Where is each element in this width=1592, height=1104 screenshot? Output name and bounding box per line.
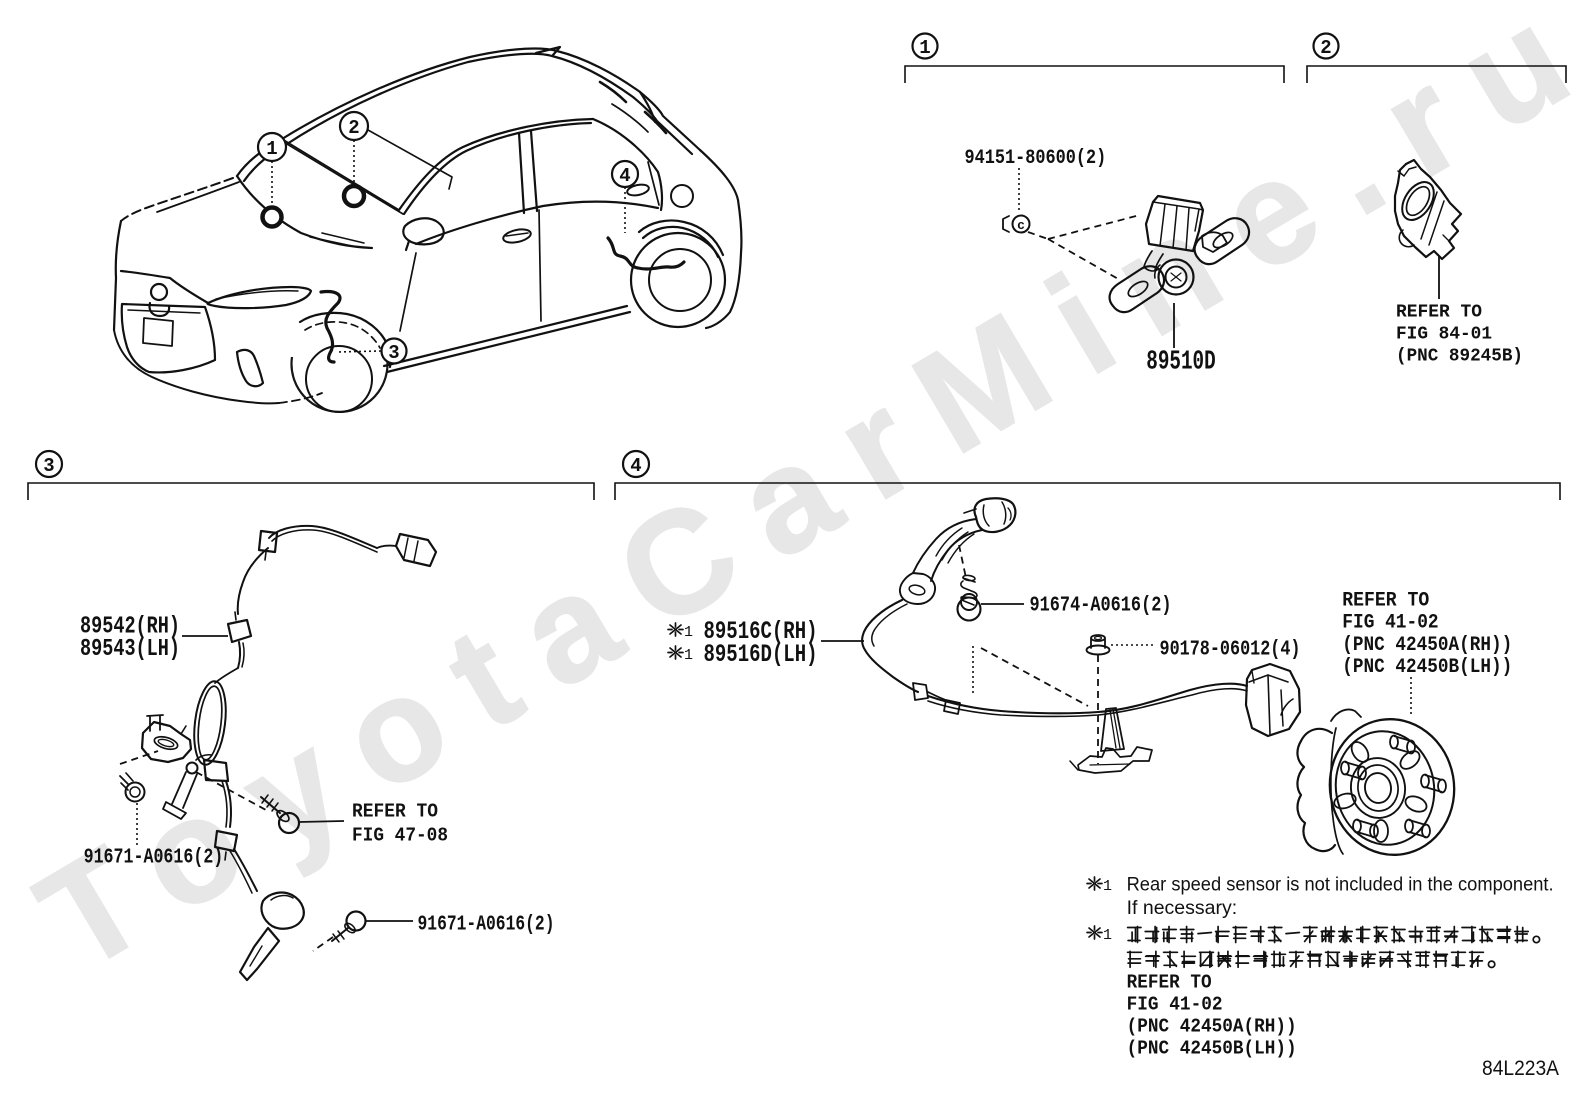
svg-text:1: 1 xyxy=(684,624,693,641)
svg-text:(PNC 42450B(LH)): (PNC 42450B(LH)) xyxy=(1342,656,1512,679)
svg-text:89516D(LH): 89516D(LH) xyxy=(704,640,818,669)
svg-text:1: 1 xyxy=(266,138,277,160)
svg-text:94151-80600(2): 94151-80600(2) xyxy=(965,147,1107,170)
svg-text:REFER TO: REFER TO xyxy=(1127,972,1212,994)
svg-text:1: 1 xyxy=(1103,878,1112,895)
svg-text:FIG 84-01: FIG 84-01 xyxy=(1396,324,1492,345)
svg-text:4: 4 xyxy=(630,455,641,477)
svg-text:c: c xyxy=(1017,218,1025,233)
svg-text:2: 2 xyxy=(1320,37,1331,59)
svg-text:91671-A0616(2): 91671-A0616(2) xyxy=(418,914,555,937)
svg-text:3: 3 xyxy=(388,342,399,364)
svg-text:3: 3 xyxy=(43,455,54,477)
svg-text:1: 1 xyxy=(919,37,930,59)
svg-text:2: 2 xyxy=(348,117,359,139)
svg-text:REFER TO: REFER TO xyxy=(1396,302,1482,323)
svg-text:FIG 47-08: FIG 47-08 xyxy=(352,825,448,847)
svg-text:If necessary:: If necessary: xyxy=(1127,897,1238,919)
svg-text:84L223A: 84L223A xyxy=(1482,1057,1559,1080)
svg-text:FIG 41-02: FIG 41-02 xyxy=(1342,612,1438,635)
svg-text:89516C(RH): 89516C(RH) xyxy=(704,617,818,646)
svg-text:(PNC 42450B(LH)): (PNC 42450B(LH)) xyxy=(1127,1038,1297,1060)
svg-text:(PNC 42450A(RH)): (PNC 42450A(RH)) xyxy=(1127,1016,1297,1038)
svg-text:(PNC 89245B): (PNC 89245B) xyxy=(1396,346,1523,367)
svg-text:REFER TO: REFER TO xyxy=(352,801,438,823)
svg-text:4: 4 xyxy=(619,165,630,187)
svg-text:91674-A0616(2): 91674-A0616(2) xyxy=(1030,595,1172,618)
svg-text:1: 1 xyxy=(684,647,693,664)
svg-text:Rear speed sensor is not inclu: Rear speed sensor is not included in the… xyxy=(1127,874,1554,896)
svg-text:89510D: 89510D xyxy=(1146,347,1215,377)
svg-text:FIG 41-02: FIG 41-02 xyxy=(1127,994,1223,1016)
svg-text:91671-A0616(2): 91671-A0616(2) xyxy=(84,847,224,870)
svg-text:1: 1 xyxy=(1103,927,1112,944)
svg-text:90178-06012(4): 90178-06012(4) xyxy=(1160,639,1301,662)
svg-text:89542(RH): 89542(RH) xyxy=(80,614,180,641)
svg-text:REFER TO: REFER TO xyxy=(1342,590,1429,613)
svg-text:(PNC 42450A(RH)): (PNC 42450A(RH)) xyxy=(1342,634,1512,657)
svg-text:89543(LH): 89543(LH) xyxy=(80,636,180,663)
